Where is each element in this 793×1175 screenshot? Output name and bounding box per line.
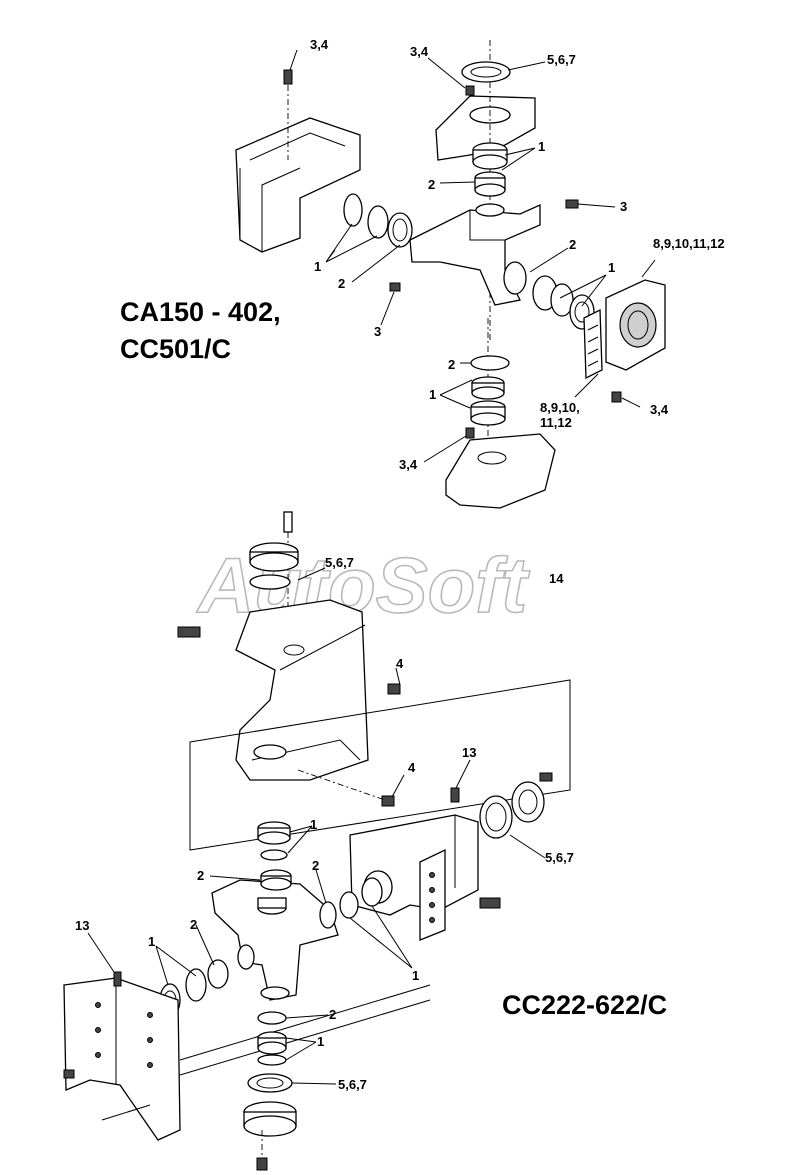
watermark-text: AutoSoft — [196, 541, 530, 629]
callout-label: 2 — [312, 858, 319, 873]
callout-label: 13 — [75, 918, 89, 933]
bottom-callouts: 5,6,7 14 4 4 13 1 2 2 5,6,7 13 2 1 1 2 1… — [75, 555, 574, 1092]
callout-label: 1 — [148, 934, 155, 949]
callout-label: 11,12 — [540, 415, 572, 430]
callout-label: 5,6,7 — [325, 555, 354, 570]
callout-label: 4 — [396, 656, 404, 671]
callout-label: 5,6,7 — [545, 850, 574, 865]
callout-label: 1 — [310, 817, 317, 832]
cover-plate-top — [461, 61, 511, 83]
callout-label: 5,6,7 — [547, 52, 576, 67]
callout-label: 3,4 — [399, 457, 418, 472]
callout-label: 1 — [429, 387, 436, 402]
top-assembly: 3,4 3,4 5,6,7 1 2 3 1 2 2 1 8,9,10,11,12… — [120, 37, 725, 509]
callout-label: 4 — [408, 760, 416, 775]
shim-strip — [583, 308, 603, 380]
callout-label: 3,4 — [410, 44, 429, 59]
top-callouts: 3,4 3,4 5,6,7 1 2 3 1 2 2 1 8,9,10,11,12… — [310, 37, 725, 472]
bearing-stack-bottom-upper — [257, 821, 292, 891]
top-bolt-and-cap — [249, 511, 299, 660]
callout-label: 1 — [317, 1034, 324, 1049]
callout-label: 2 — [190, 917, 197, 932]
bearing-stack-bottom-lower — [243, 1011, 297, 1171]
callout-label: 2 — [338, 276, 345, 291]
callout-label: 2 — [448, 357, 455, 372]
callout-label: 2 — [569, 237, 576, 252]
model-title-bottom: CC222-622/C — [502, 990, 667, 1020]
callout-label: 8,9,10,11,12 — [653, 236, 725, 251]
chassis-frame — [235, 117, 361, 253]
bearing-stack-upper — [472, 142, 508, 197]
callout-label: 2 — [329, 1007, 336, 1022]
callout-label: 1 — [314, 259, 321, 274]
cover-plate-right — [479, 772, 553, 839]
bottom-assembly: 5,6,7 14 4 4 13 1 2 2 5,6,7 13 2 1 1 2 1… — [63, 511, 667, 1171]
callout-label: 2 — [197, 868, 204, 883]
model-title-top-line2: CC501/C — [120, 334, 231, 364]
callout-label: 8,9,10, — [540, 400, 580, 415]
callout-label: 13 — [462, 745, 476, 760]
model-title-top-line1: CA150 - 402, — [120, 297, 281, 327]
end-plate-right — [605, 279, 666, 371]
main-bracket — [177, 599, 401, 807]
callout-label: 3 — [374, 324, 381, 339]
bearing-stack-bottom-right — [319, 877, 383, 929]
callout-label: 3,4 — [650, 402, 669, 417]
top-leaders — [289, 49, 656, 463]
grease-nipple-top-left — [283, 69, 293, 160]
callout-label: 14 — [549, 571, 564, 586]
callout-label: 1 — [608, 260, 615, 275]
callout-label: 3 — [620, 199, 627, 214]
reference-plane — [189, 679, 571, 851]
callout-label: 1 — [538, 139, 545, 154]
callout-label: 1 — [412, 968, 419, 983]
upper-bracket — [435, 40, 536, 340]
callout-label: 5,6,7 — [338, 1077, 367, 1092]
bottom-leaders — [87, 567, 546, 1085]
end-plate-left — [63, 971, 431, 1141]
bearing-stack-left — [343, 193, 413, 248]
callout-label: 2 — [428, 177, 435, 192]
bearing-stack-lower — [470, 318, 510, 450]
callout-label: 3,4 — [310, 37, 329, 52]
spindle-lower — [211, 879, 339, 1001]
lower-bracket — [445, 433, 556, 509]
